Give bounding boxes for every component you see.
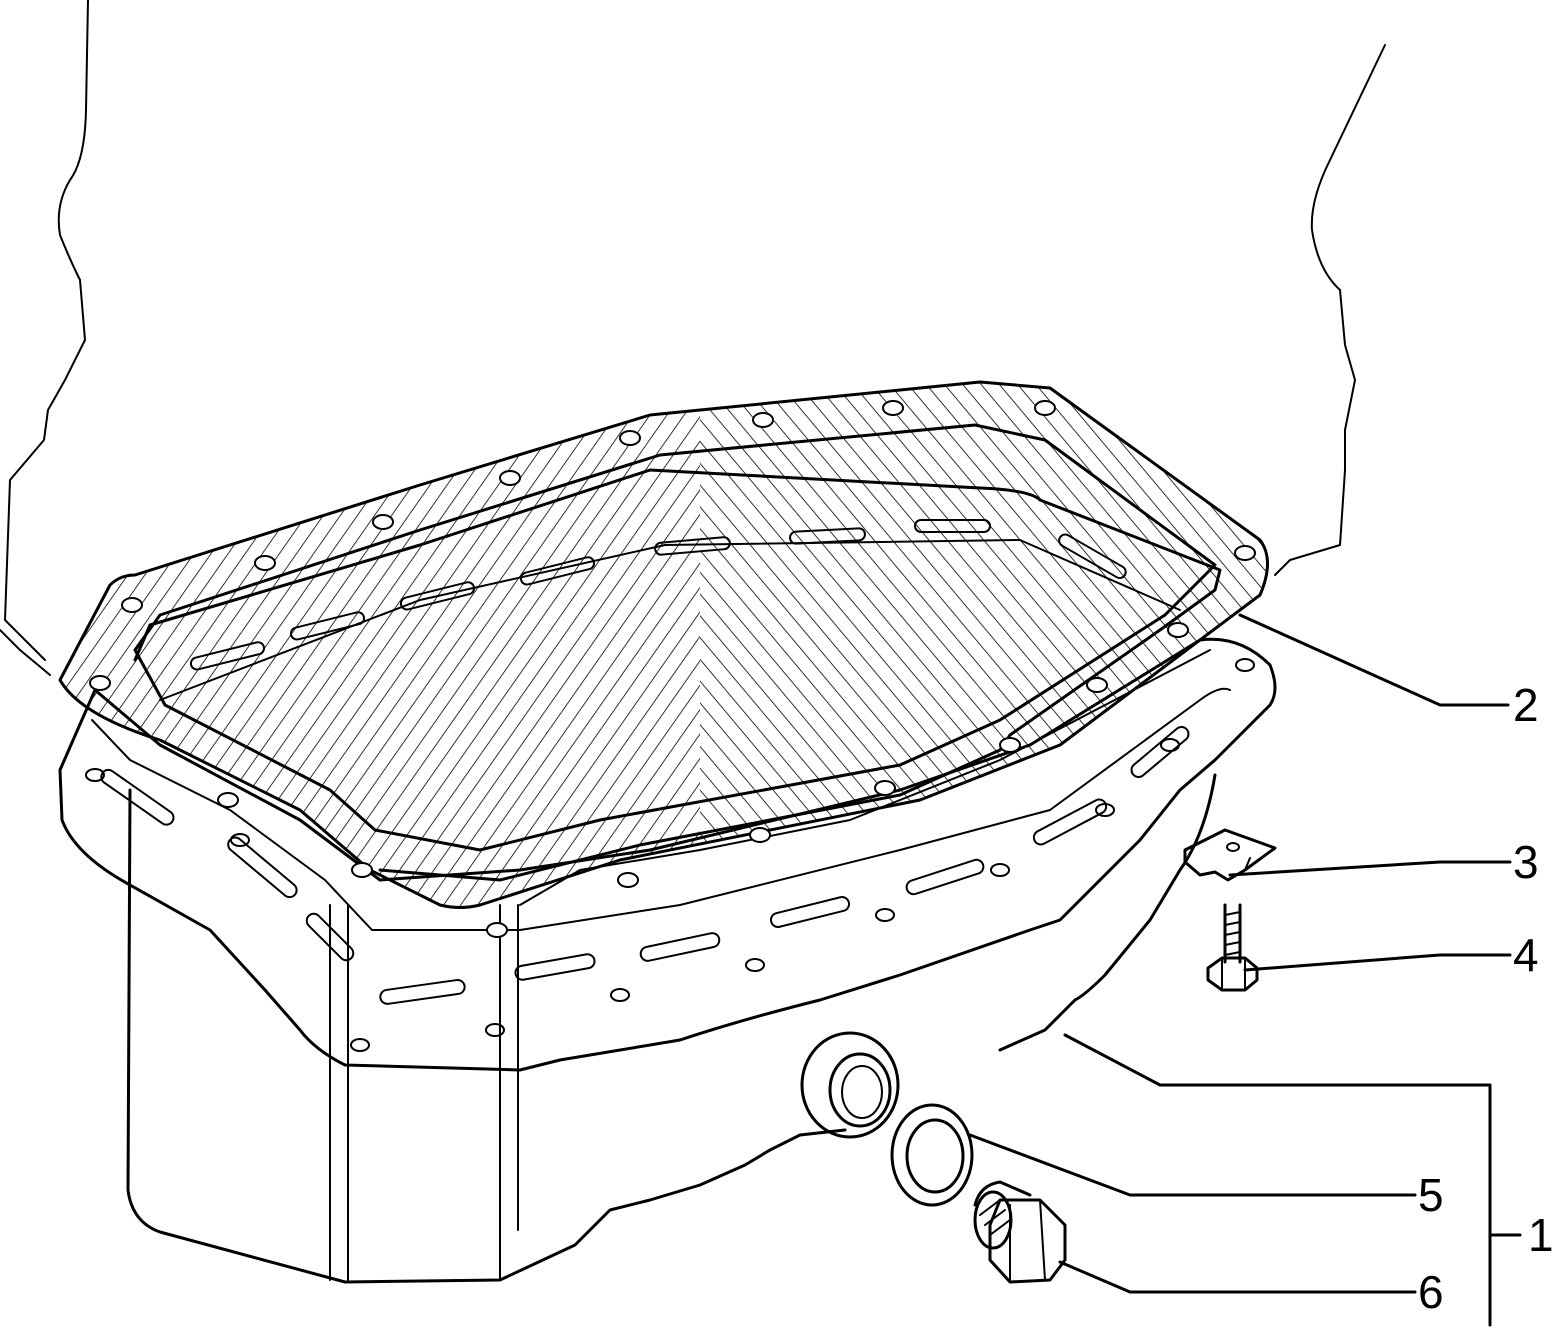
- gasket-holes: [89, 400, 1256, 938]
- callouts: 2 3 4 5 1 6: [1418, 679, 1554, 1318]
- leader-1-bracket: [1063, 1033, 1492, 1327]
- leader-4: [1243, 953, 1512, 972]
- leader-2: [1238, 613, 1510, 707]
- flange-holes: [85, 658, 1255, 1052]
- leader-6: [1058, 1260, 1417, 1294]
- engine-block-outline: [0, 0, 1386, 676]
- leader-lines: [968, 613, 1522, 1327]
- bracket-clip: [1183, 828, 1277, 882]
- drain-boss: [800, 1031, 900, 1139]
- bolt: [1206, 903, 1259, 992]
- leader-3: [1228, 860, 1512, 877]
- washer: [890, 1103, 974, 1207]
- callout-6: 6: [1418, 1266, 1444, 1318]
- callout-3: 3: [1513, 836, 1539, 888]
- callout-1: 1: [1528, 1209, 1554, 1261]
- leader-5: [968, 1133, 1417, 1197]
- drain-plug: [973, 1180, 1067, 1284]
- callout-4: 4: [1513, 929, 1539, 981]
- flange-slots: [100, 726, 1190, 1005]
- callout-2: 2: [1513, 679, 1539, 731]
- callout-5: 5: [1418, 1169, 1444, 1221]
